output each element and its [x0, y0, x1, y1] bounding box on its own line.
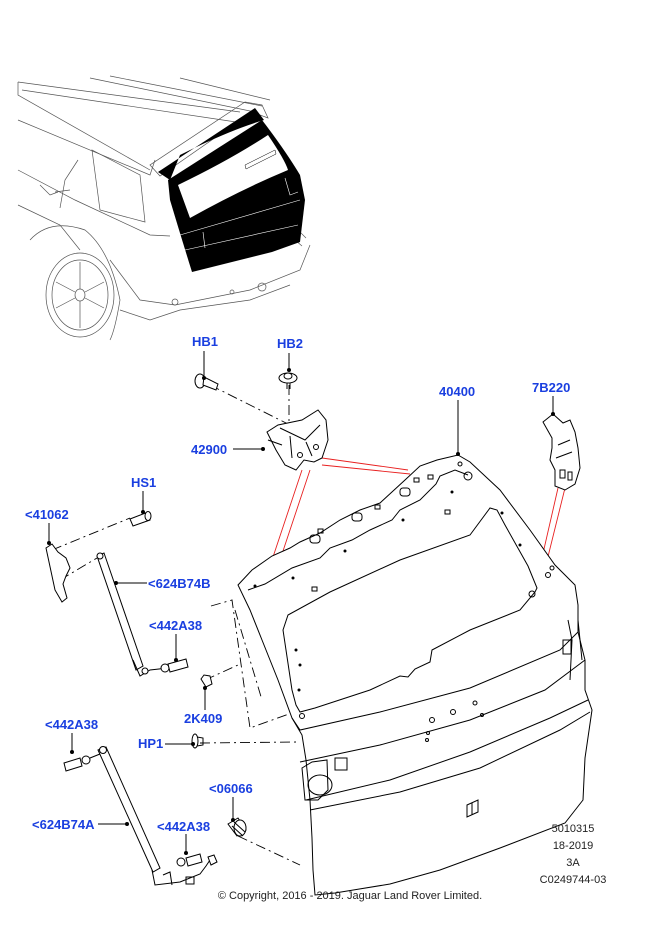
clip-part: [191, 733, 204, 749]
bump-stop-part: [200, 674, 213, 688]
callout-442A38-left[interactable]: <442A38: [45, 717, 99, 732]
page-code: 3A: [566, 857, 580, 869]
hinge-bolt-part: [194, 373, 219, 391]
reference-number: 5010315: [551, 823, 595, 835]
callout-06066[interactable]: <06066: [209, 781, 253, 796]
gas-strut-right-part: [96, 552, 189, 677]
latch-striker-part: [542, 413, 581, 491]
callout-HB2[interactable]: HB2: [277, 336, 304, 351]
callout-624B74B[interactable]: <624B74B: [148, 576, 211, 591]
callout-41062[interactable]: <41062: [25, 507, 69, 522]
callout-40400[interactable]: 40400: [439, 384, 476, 399]
callout-HB1[interactable]: HB1: [192, 334, 219, 349]
callout-442A38-lower[interactable]: <442A38: [157, 819, 211, 834]
strut-pin-part: [129, 511, 152, 527]
callout-HS1[interactable]: HS1: [131, 475, 157, 490]
vehicle-overview-illustration: [17, 75, 311, 341]
callout-442A38-upper[interactable]: <442A38: [149, 618, 203, 633]
callout-HP1[interactable]: HP1: [138, 736, 164, 751]
grommet-part: [227, 817, 247, 837]
callout-7B220[interactable]: 7B220: [532, 380, 571, 395]
illustration-id: C0249744-03: [539, 874, 607, 886]
leader-lines: [47, 351, 555, 855]
ball-stud-left-part: [63, 753, 101, 772]
hinge-nut-part: [278, 372, 298, 389]
hinge-part: [266, 409, 329, 471]
date-code: 18-2019: [552, 840, 594, 852]
strut-bracket-part: [45, 543, 71, 603]
callout-2K409[interactable]: 2K409: [184, 711, 223, 726]
copyright-notice: © Copyright, 2016 - 2019. Jaguar Land Ro…: [217, 890, 483, 902]
callout-42900[interactable]: 42900: [191, 442, 228, 457]
gas-strut-left-part: [97, 746, 218, 886]
tailgate-panel: [237, 454, 593, 896]
callout-624B74A[interactable]: <624B74A: [32, 817, 95, 832]
